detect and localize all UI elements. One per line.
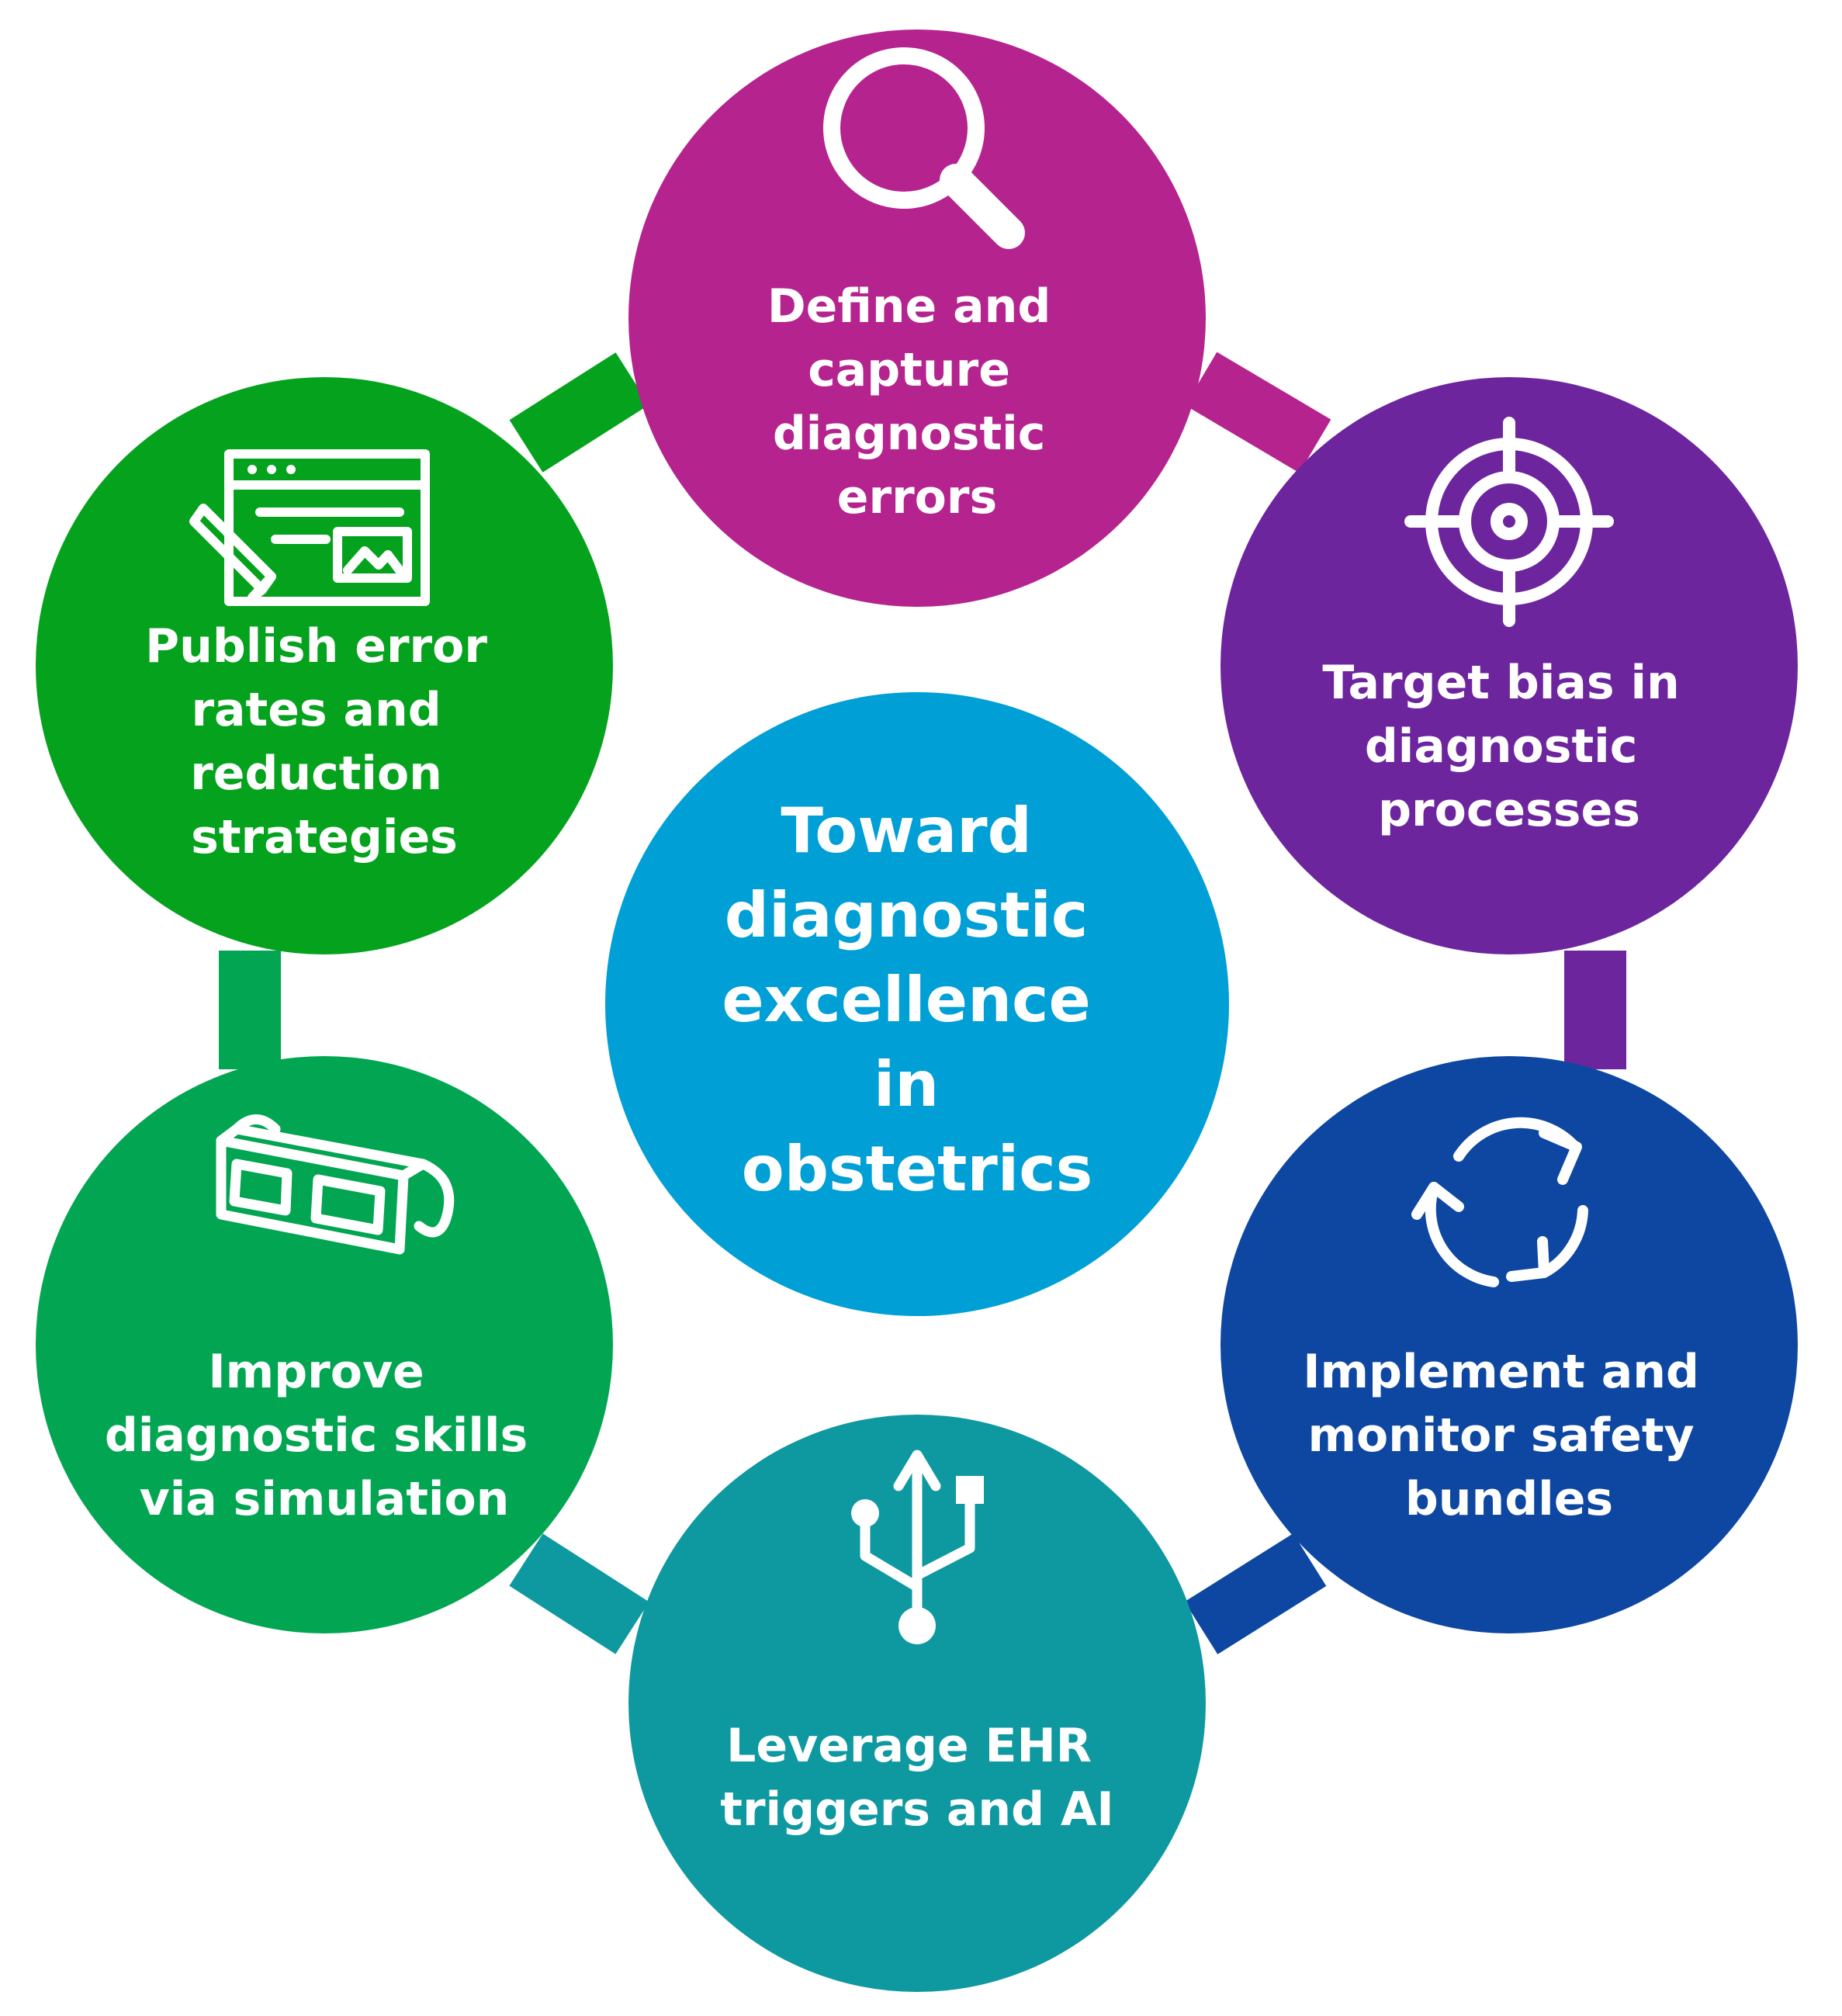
magnifying-glass-icon	[823, 47, 1025, 249]
node-target-bias: Target bias in diagnostic processes	[1220, 377, 1798, 954]
node-ehr-triggers-label: Leverage EHR triggers and AI	[720, 1719, 1113, 1837]
node-publish-rates: Publish error rates and reduction strate…	[36, 377, 613, 954]
node-safety-bundles-label: Implement and monitor safety bundles	[1303, 1345, 1716, 1526]
connector-define-target	[1185, 352, 1331, 473]
node-simulation-circle	[36, 1056, 613, 1633]
target-crosshair-icon	[1404, 417, 1614, 627]
node-safety-bundles: Implement and monitor safety bundles	[1220, 1056, 1798, 1633]
center-node: Toward diagnostic excellence in obstetri…	[605, 692, 1229, 1316]
center-node-label: Toward diagnostic excellence in obstetri…	[722, 795, 1112, 1205]
node-simulation-label: Improve diagnostic skills via simulation	[105, 1345, 544, 1526]
node-ehr-triggers-circle	[628, 1415, 1206, 1992]
node-ehr-triggers: Leverage EHR triggers and AI	[628, 1415, 1206, 1992]
connector-ring	[219, 352, 1626, 1654]
node-publish-rates-label: Publish error rates and reduction strate…	[145, 619, 504, 864]
node-define-capture-label: Define and capture diagnostic errors	[767, 279, 1067, 525]
node-publish-rates-circle	[36, 377, 613, 954]
connector-ehr-simulation	[509, 1533, 649, 1654]
node-target-bias-circle	[1220, 377, 1798, 954]
node-define-capture-circle	[628, 29, 1206, 607]
connector-publish-define	[509, 352, 649, 473]
node-target-bias-label: Target bias in diagnostic processes	[1322, 656, 1695, 837]
node-safety-bundles-circle	[1220, 1056, 1798, 1633]
3d-glasses-icon	[216, 1114, 455, 1255]
web-publishing-icon	[189, 449, 430, 606]
node-simulation: Improve diagnostic skills via simulation	[36, 1056, 613, 1633]
center-node-circle	[605, 692, 1229, 1316]
node-define-capture: Define and capture diagnostic errors	[628, 29, 1206, 607]
refresh-cycle-icon	[1411, 1117, 1588, 1287]
usb-icon	[851, 1450, 984, 1644]
connector-safety-ehr	[1184, 1533, 1327, 1654]
